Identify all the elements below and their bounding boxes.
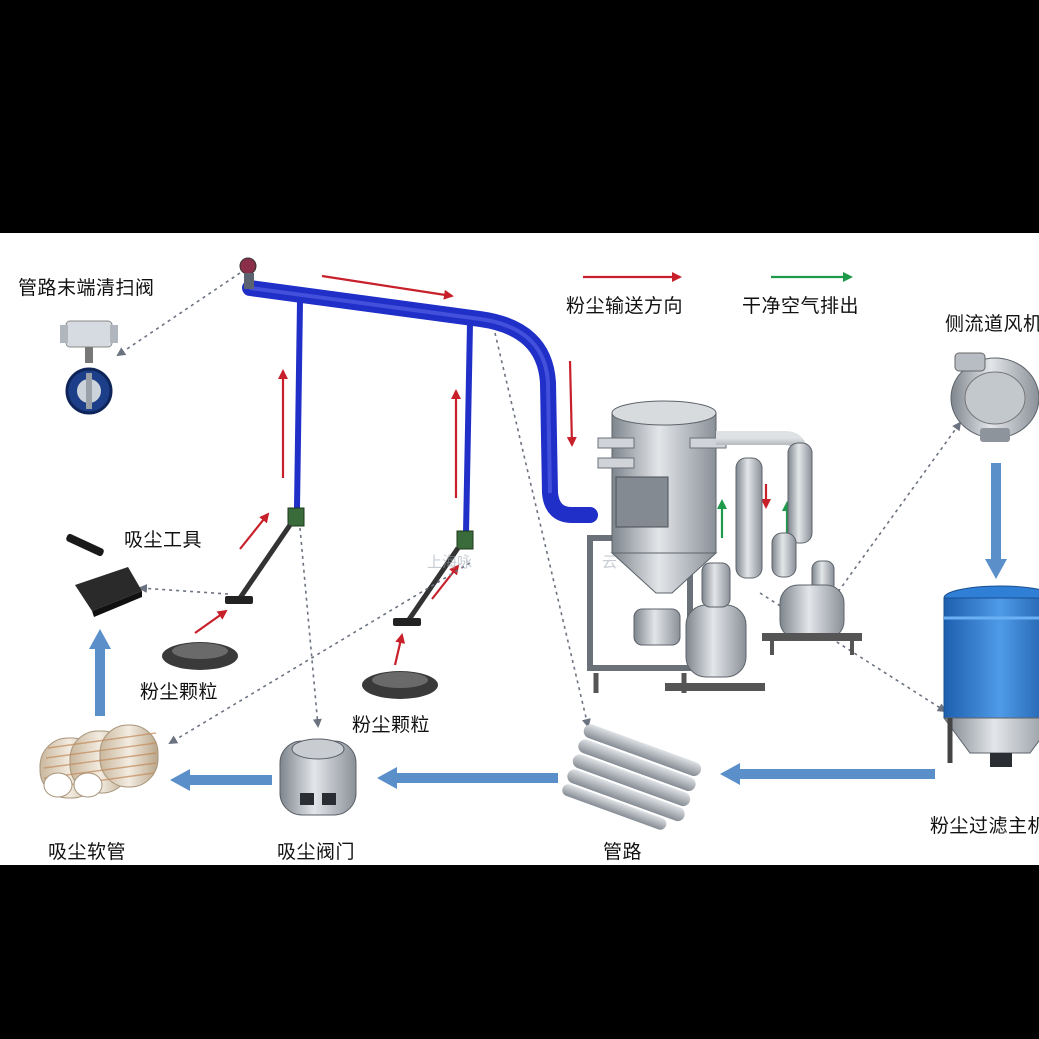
- process-arrows: [89, 463, 1007, 791]
- label-hose: 吸尘软管: [48, 841, 127, 863]
- label-dust-particles-1: 粉尘颗粒: [140, 681, 219, 703]
- label-dust-particles-2: 粉尘颗粒: [352, 714, 431, 736]
- suction-wands: [225, 523, 461, 626]
- label-suction-tool: 吸尘工具: [124, 529, 203, 551]
- pipe-bundle-icon: [562, 724, 702, 830]
- filter-host-icon: [943, 585, 1039, 767]
- side-blower-icon: [950, 352, 1039, 442]
- watermark-1: 上海咏: [427, 553, 473, 571]
- suction-tool-icon: [66, 533, 142, 617]
- clean-air-arrows: [717, 272, 853, 538]
- label-end-valve: 管路末端清扫阀: [18, 277, 155, 299]
- suction-valve-icon: [279, 738, 357, 816]
- dust-flow-arrows: [194, 272, 804, 666]
- diagram-graphics: [39, 257, 1039, 830]
- dust-piles: [162, 642, 438, 699]
- butterfly-valve-icon: [60, 320, 118, 415]
- separator-machine: [587, 400, 765, 693]
- hose-icon: [39, 724, 159, 799]
- label-side-blower: 侧流道风机: [945, 313, 1039, 335]
- label-clean-air: 干净空气排出: [742, 295, 860, 317]
- label-dust-direction: 粉尘输送方向: [566, 295, 684, 317]
- label-filter-host: 粉尘过滤主机: [930, 815, 1039, 837]
- label-pipeline: 管路: [603, 841, 643, 863]
- label-valve: 吸尘阀门: [277, 841, 356, 863]
- secondary-filters: [716, 431, 862, 655]
- watermark-2: 云: [602, 553, 618, 571]
- pipe-network: [239, 257, 598, 550]
- diagram-canvas: 管路末端清扫阀 粉尘输送方向 干净空气排出 侧流道风机 吸尘工具 粉尘颗粒 粉尘…: [0, 233, 1039, 865]
